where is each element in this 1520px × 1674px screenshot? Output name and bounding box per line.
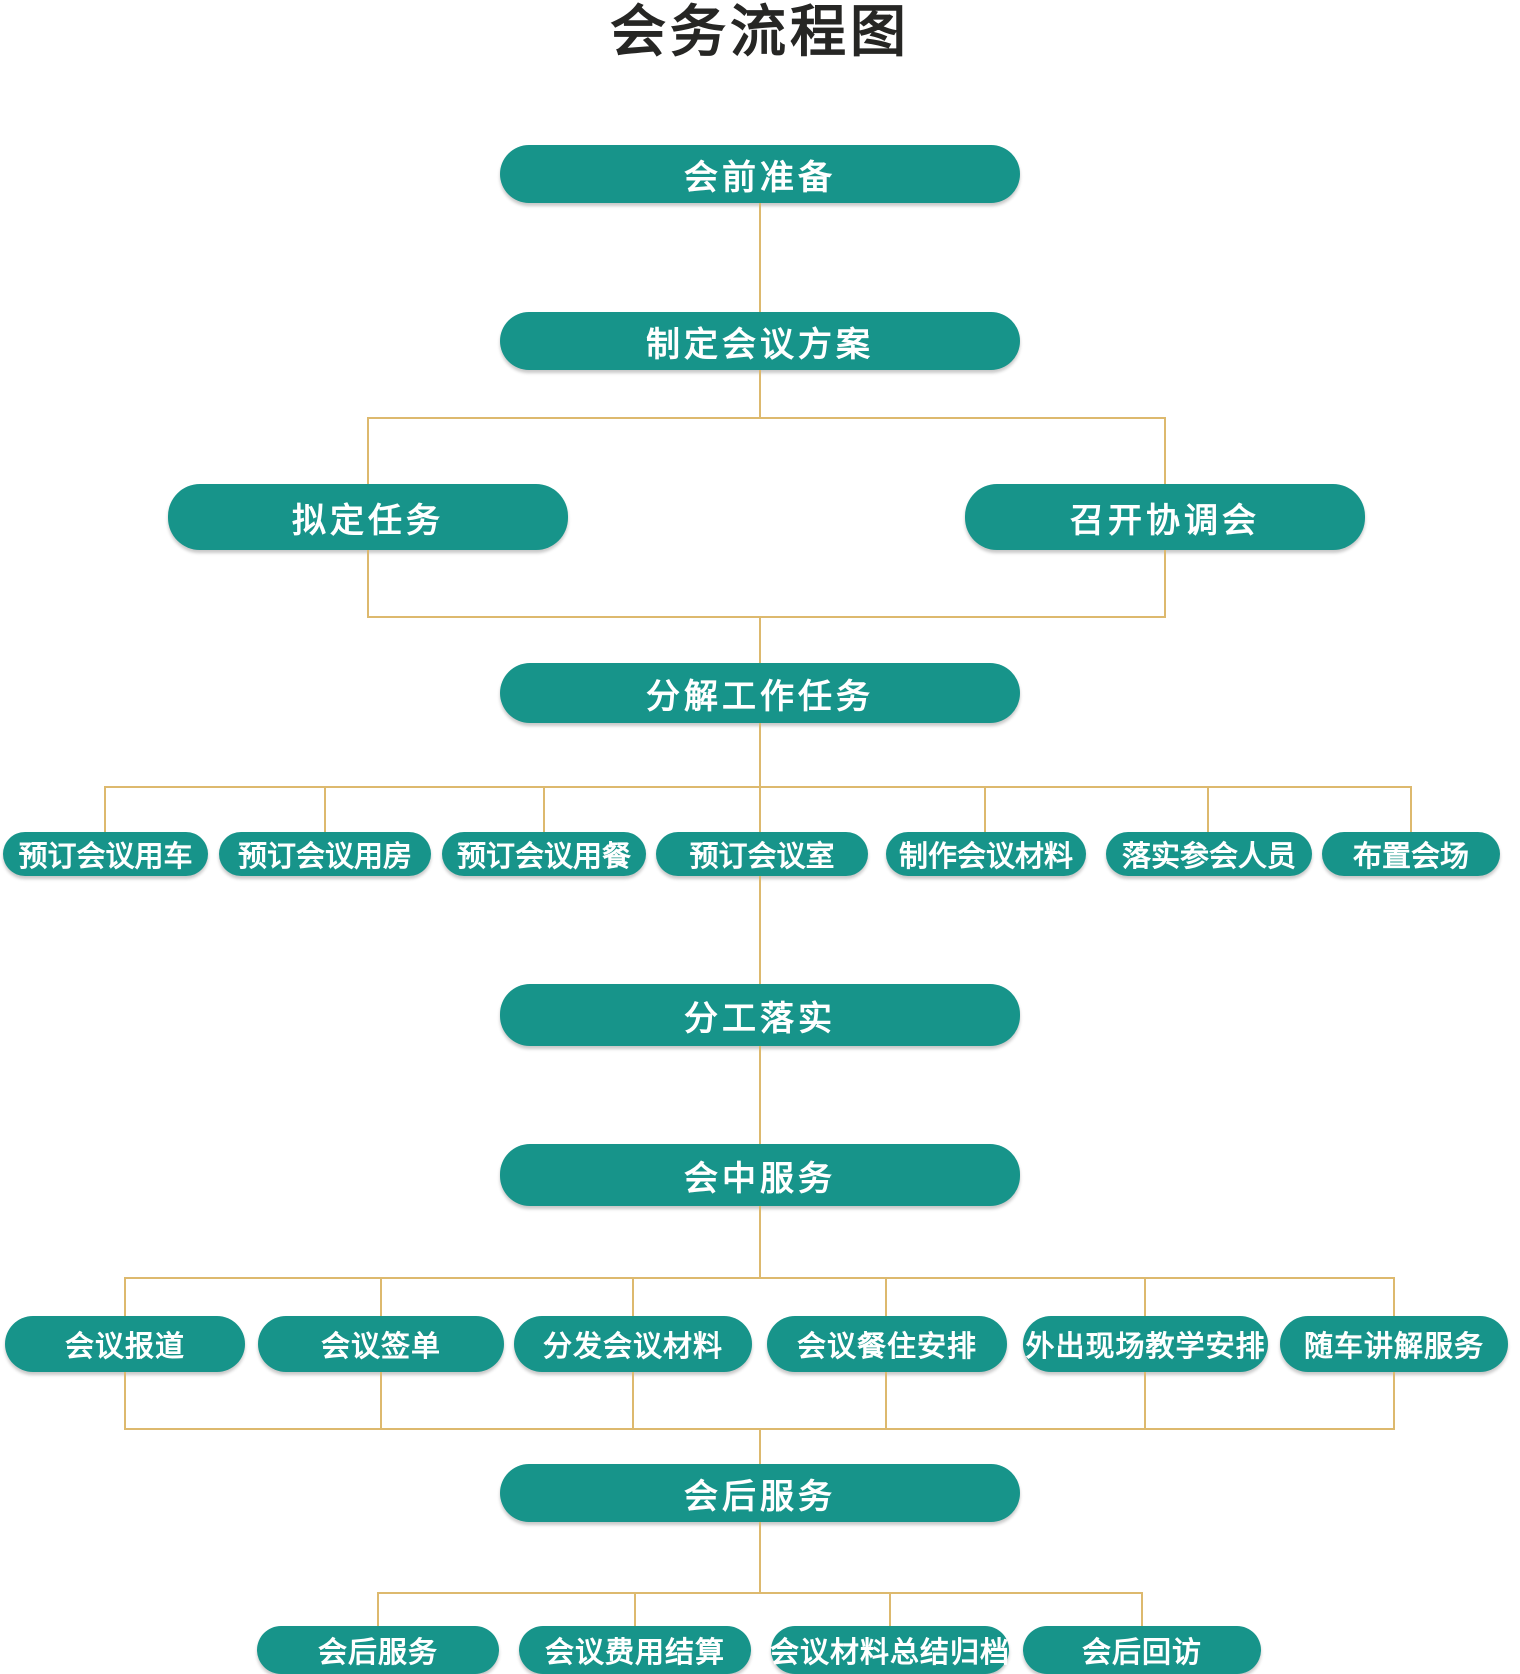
- connector-decompose-down: [759, 723, 761, 786]
- node-in-meeting-service: 会中服务: [500, 1144, 1020, 1206]
- connector-coord-down: [1164, 550, 1166, 616]
- connector-stub: [380, 1372, 382, 1428]
- node-materials-archive: 会议材料总结归档: [770, 1626, 1009, 1674]
- connector-stub: [104, 786, 106, 832]
- connector-during-down: [759, 1206, 761, 1277]
- node-confirm-attendees: 落实参会人员: [1106, 832, 1312, 876]
- connector-to-draft: [367, 417, 369, 484]
- node-field-teaching: 外出现场教学安排: [1023, 1316, 1268, 1372]
- node-meeting-signing: 会议签单: [258, 1316, 504, 1372]
- node-distribute-materials: 分发会议材料: [514, 1316, 752, 1372]
- node-pre-meeting: 会前准备: [500, 145, 1020, 203]
- connector-stub: [889, 1592, 891, 1626]
- connector-stub: [1410, 786, 1412, 832]
- connector-post-rail: [377, 1592, 1143, 1594]
- connector-stub: [380, 1277, 382, 1316]
- node-fee-settlement: 会议费用结算: [519, 1626, 751, 1674]
- node-meeting-checkin: 会议报道: [5, 1316, 245, 1372]
- node-coordination-meeting: 召开协调会: [965, 484, 1365, 550]
- connector-stub: [543, 786, 545, 832]
- connector-services-rail: [124, 1277, 1395, 1279]
- connector-assign-down: [759, 1046, 761, 1144]
- connector-stub: [632, 1372, 634, 1428]
- connector-merge-down: [759, 616, 761, 663]
- node-decompose-tasks: 分解工作任务: [500, 663, 1020, 723]
- connector-stub: [634, 1592, 636, 1626]
- node-post-service: 会后服务: [257, 1626, 499, 1674]
- connector-stub: [759, 786, 761, 832]
- connector-stub: [324, 786, 326, 832]
- node-make-plan: 制定会议方案: [500, 312, 1020, 370]
- connector-stub: [1393, 1372, 1395, 1428]
- connector-stub: [1144, 1277, 1146, 1316]
- node-post-meeting-service: 会后服务: [500, 1464, 1020, 1522]
- connector-to-coord: [1164, 417, 1166, 484]
- connector-plan-down: [759, 370, 761, 417]
- connector-to-assign: [759, 876, 761, 984]
- connector-tasks-rail: [104, 786, 1412, 788]
- connector-stub: [1393, 1277, 1395, 1316]
- connector-stub: [124, 1277, 126, 1316]
- connector-stub: [885, 1277, 887, 1316]
- node-follow-up-visit: 会后回访: [1023, 1626, 1261, 1674]
- node-book-vehicles: 预订会议用车: [3, 832, 208, 876]
- node-assign-work: 分工落实: [500, 984, 1020, 1046]
- connector-stub: [984, 786, 986, 832]
- connector-stub: [1207, 786, 1209, 832]
- node-arrange-venue: 布置会场: [1322, 832, 1500, 876]
- connector-prep-to-plan: [759, 203, 761, 312]
- connector-stub: [124, 1372, 126, 1428]
- connector-to-after: [759, 1428, 761, 1464]
- connector-after-down: [759, 1522, 761, 1592]
- node-meal-lodging: 会议餐住安排: [767, 1316, 1007, 1372]
- connector-stub: [1141, 1592, 1143, 1626]
- connector-branch-merge: [367, 616, 1166, 618]
- page-title: 会务流程图: [610, 2, 910, 64]
- connector-draft-down: [367, 550, 369, 616]
- node-draft-tasks: 拟定任务: [168, 484, 568, 550]
- node-book-rooms: 预订会议用房: [219, 832, 431, 876]
- connector-stub: [1144, 1372, 1146, 1428]
- connector-stub: [377, 1592, 379, 1626]
- connector-stub: [885, 1372, 887, 1428]
- connector-stub: [632, 1277, 634, 1316]
- node-make-materials: 制作会议材料: [886, 832, 1086, 876]
- node-onboard-guide: 随车讲解服务: [1280, 1316, 1508, 1372]
- node-book-meals: 预订会议用餐: [442, 832, 646, 876]
- connector-branch-split: [367, 417, 1166, 419]
- node-book-meeting-room: 预订会议室: [656, 832, 868, 876]
